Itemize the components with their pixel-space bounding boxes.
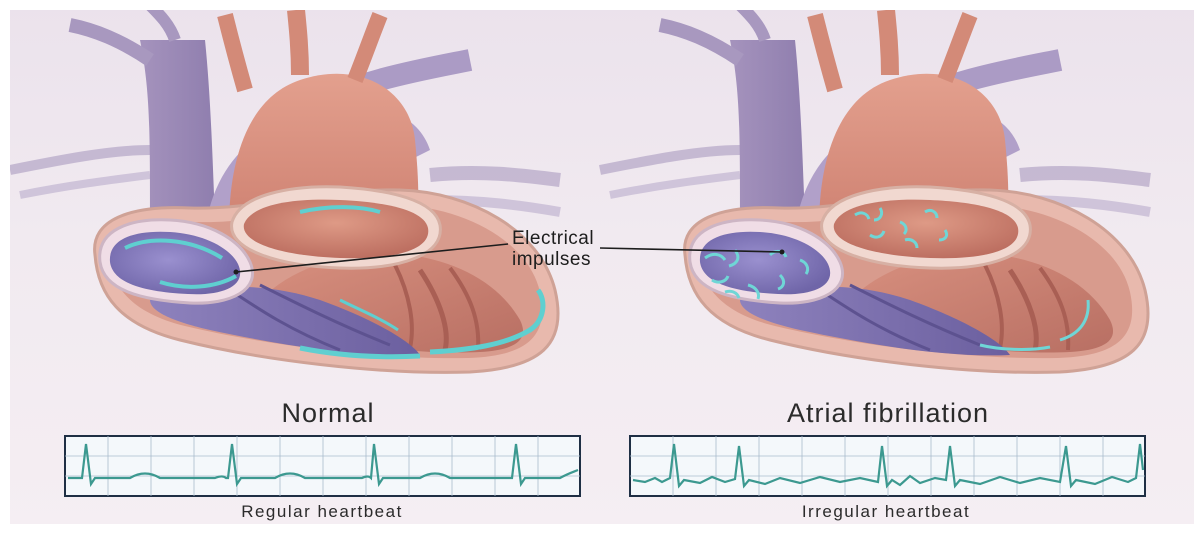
callout-line-2: impulses bbox=[512, 249, 594, 270]
ecg-strip-afib bbox=[630, 436, 1145, 496]
normal-heart bbox=[10, 5, 560, 372]
afib-heart bbox=[600, 5, 1150, 372]
callout-line-1: Electrical bbox=[512, 228, 594, 249]
electrical-impulses-callout: Electrical impulses bbox=[512, 228, 594, 270]
ecg-strip-normal bbox=[65, 436, 580, 496]
irregular-heartbeat-caption: Irregular heartbeat bbox=[676, 502, 1096, 522]
regular-heartbeat-caption: Regular heartbeat bbox=[112, 502, 532, 522]
afib-title: Atrial fibrillation bbox=[678, 398, 1098, 429]
normal-title: Normal bbox=[118, 398, 538, 429]
